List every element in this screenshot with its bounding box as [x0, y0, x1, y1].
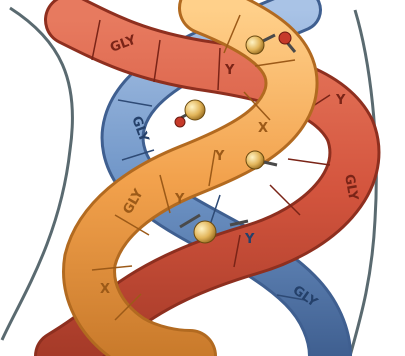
red-right-y-label: Y	[335, 93, 346, 108]
atom-2	[185, 100, 205, 120]
atom-3	[246, 151, 264, 169]
atom-6	[175, 117, 185, 127]
blue-low-y-label: Y	[244, 232, 255, 247]
atom-4	[194, 221, 216, 243]
frame-curve-left	[2, 8, 73, 340]
orange-mid-y-label: Y	[214, 149, 225, 164]
atom-5	[279, 32, 291, 44]
orange-low-y-label: Y	[174, 192, 185, 207]
orange-mid-x-label: X	[258, 121, 268, 136]
red-top-y-label: Y	[224, 63, 235, 78]
orange-low-x-label: X	[100, 282, 110, 297]
atom-1	[246, 36, 264, 54]
